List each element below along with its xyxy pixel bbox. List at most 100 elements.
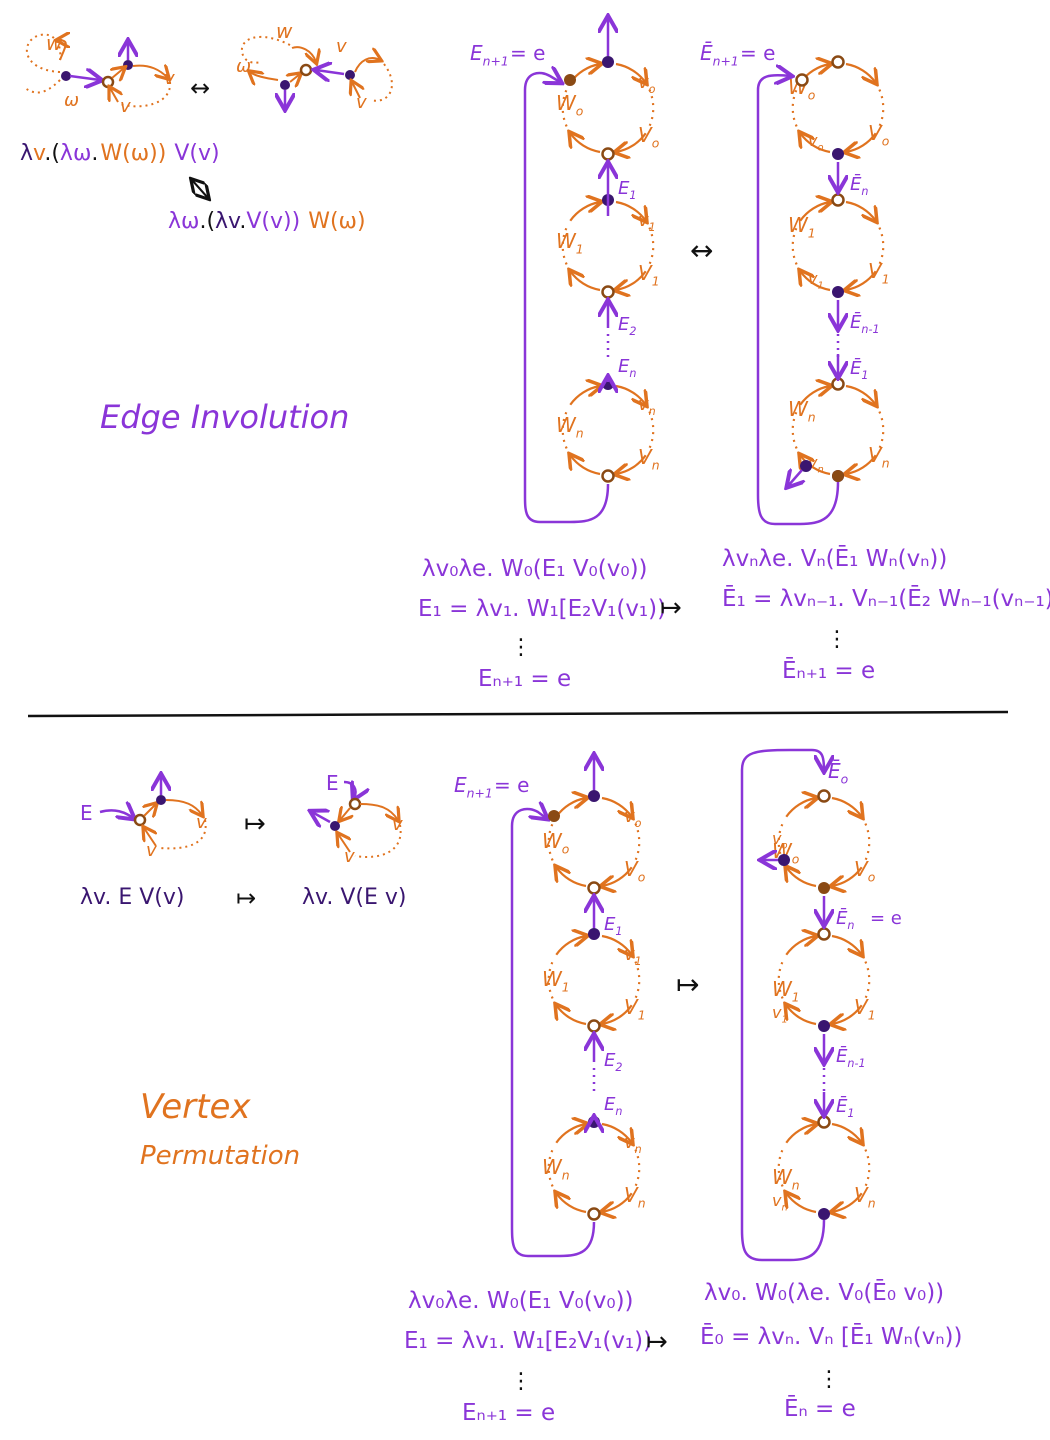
- top-left-graphs: w ω v v ↔ w ω v v λv.(λω.W(ω))V(v) λω.(λ…: [20, 19, 393, 234]
- ring-arc-bottom-left: [556, 1005, 587, 1026]
- ring-v-right-label: Vn: [868, 443, 890, 471]
- vertex-title-1: Vertex: [140, 1087, 251, 1127]
- ring-w-label: W1: [772, 977, 800, 1005]
- ring-v-top-label: vo: [624, 806, 642, 830]
- ring-w-label: Wo: [542, 829, 570, 857]
- vertex-formula-l2: E₁ = λv₁. W₁[E₂V₁(v₁)): [404, 1328, 652, 1354]
- vertex-swap-arrow: ↦: [676, 968, 699, 1001]
- return-node: [548, 810, 560, 822]
- edge-E1-label: Ē1: [836, 1095, 854, 1120]
- ring-arc-bottom-right: [602, 1004, 633, 1024]
- edge-En-label: En: [618, 356, 636, 380]
- feedback-loop: [510, 809, 596, 1258]
- ring-w-label: Wn: [556, 413, 584, 441]
- ring-arc-top-right: [601, 796, 632, 817]
- ring-top-node: [817, 789, 831, 803]
- ring-arc-bottom-right: [832, 866, 863, 886]
- ring-arc-top-right: [615, 384, 646, 405]
- ring-arc-bottom-right: [602, 866, 633, 886]
- ring-bottom-node: [818, 1020, 830, 1032]
- ring-v-bottom-label: v1: [808, 269, 824, 291]
- v0-node: [778, 854, 790, 866]
- ring-bottom-node: [601, 469, 615, 483]
- en1-val: = e: [494, 773, 529, 797]
- ring-v-bottom-label: vn: [772, 1191, 788, 1213]
- ring-arc-top-left: [785, 1124, 816, 1144]
- edge-En-label: Ēn: [836, 907, 854, 932]
- ring-top-node: [817, 1115, 831, 1129]
- ring-arc-top-right: [601, 934, 632, 955]
- ring-v-right-label: Vo: [854, 857, 876, 885]
- ring-v-bottom-label: Vn: [624, 1183, 646, 1211]
- ring-v-right-label: V1: [854, 995, 876, 1023]
- ring-v-bottom-label: vn: [808, 453, 824, 475]
- ring-arc-left-dotted: [561, 227, 568, 265]
- ring-arc-top-right: [831, 1122, 862, 1143]
- en1-val: = e: [740, 41, 775, 65]
- edge-formula-l1: λv₀λe. W₀(E₁ V₀(v₀)): [422, 556, 648, 582]
- section-divider: [27, 710, 1009, 718]
- ring-arc-bottom-left: [556, 867, 587, 888]
- ring-bottom-node: [818, 882, 830, 894]
- ring-arc-top-right: [831, 934, 862, 955]
- ring-v-bottom-label: V1: [624, 995, 646, 1023]
- edge-E2-label: E2: [604, 1050, 622, 1074]
- ring-v-top-label: v1: [638, 210, 656, 234]
- ring-arc-left-dotted: [547, 823, 554, 861]
- tl-left-v: v: [164, 68, 175, 89]
- ring-v-top-label: vo: [638, 72, 656, 96]
- vs-expr-right: λv. V(E v): [302, 885, 406, 910]
- ring-v-bottom-label: Vo: [624, 857, 646, 885]
- edge-E1-label: Ē1: [850, 357, 868, 382]
- ring-arc-top-right: [845, 384, 876, 405]
- edge-En-extra: = e: [870, 908, 902, 929]
- ring-arc-top-left: [785, 798, 816, 818]
- ring-arc-top-left: [799, 202, 830, 222]
- feedback-loop: [756, 75, 840, 526]
- edge-E2-label: E2: [618, 314, 636, 338]
- ring-w-label: W1: [542, 967, 570, 995]
- ring-arc-bottom-left: [786, 867, 817, 888]
- ring-arc-bottom-left: [786, 1193, 817, 1214]
- ring-v-bottom-label: vo: [808, 131, 824, 153]
- ring-top-node: [831, 377, 845, 391]
- tl-right-v-bottom: v: [356, 92, 367, 113]
- vs-right-E: E: [326, 771, 339, 795]
- ring-arc-bottom-right: [846, 454, 877, 474]
- ring-bottom-node: [587, 1207, 601, 1221]
- ring-arc-right-dotted: [648, 89, 655, 127]
- ring-top-node: [588, 790, 600, 802]
- ring-w-label: W1: [788, 213, 816, 241]
- end-node: [832, 470, 844, 482]
- vs-expr-arrow: ↦: [236, 884, 256, 912]
- vertex-title-2: Permutation: [140, 1141, 300, 1171]
- ring-arc-right-dotted: [648, 227, 655, 265]
- e0-label: Ēo: [828, 759, 849, 787]
- tl-expr1: λv.(λω.W(ω))V(v): [20, 141, 220, 166]
- ring-w-label: Wo: [556, 91, 584, 119]
- ring-arc-right-dotted: [878, 411, 885, 449]
- edge-formula-r3: ⋮: [826, 627, 848, 652]
- ring-v-bottom-label: V1: [638, 261, 660, 289]
- v0-label: vo: [772, 829, 788, 851]
- vs-left-v: v: [196, 812, 207, 833]
- ring-arc-left-dotted: [547, 1149, 554, 1187]
- ring-bottom-node: [832, 148, 844, 160]
- ring-arc-left-dotted: [777, 823, 784, 861]
- ring-arc-right-dotted: [634, 961, 641, 999]
- feedback-loop: [523, 73, 610, 524]
- ring-bottom-node: [587, 1019, 601, 1033]
- ring-arc-top-right: [615, 62, 646, 83]
- tl-swap-arrow: ↔: [190, 74, 210, 102]
- vertex-formula-r1: λv₀. W₀(λe. V₀(Ē₀ v₀)): [704, 1279, 944, 1306]
- vs-left-v-bottom: v: [146, 840, 157, 861]
- ring-arc-bottom-right: [616, 454, 647, 474]
- ring-arc-bottom-left: [800, 455, 831, 476]
- ring-arc-right-dotted: [864, 823, 871, 861]
- ring-arc-left-dotted: [561, 89, 568, 127]
- ring-w-label: Wn: [772, 1165, 800, 1193]
- ring-arc-bottom-left: [786, 1005, 817, 1026]
- ring-arc-right-dotted: [864, 1149, 871, 1187]
- ring-arc-left-dotted: [791, 89, 798, 127]
